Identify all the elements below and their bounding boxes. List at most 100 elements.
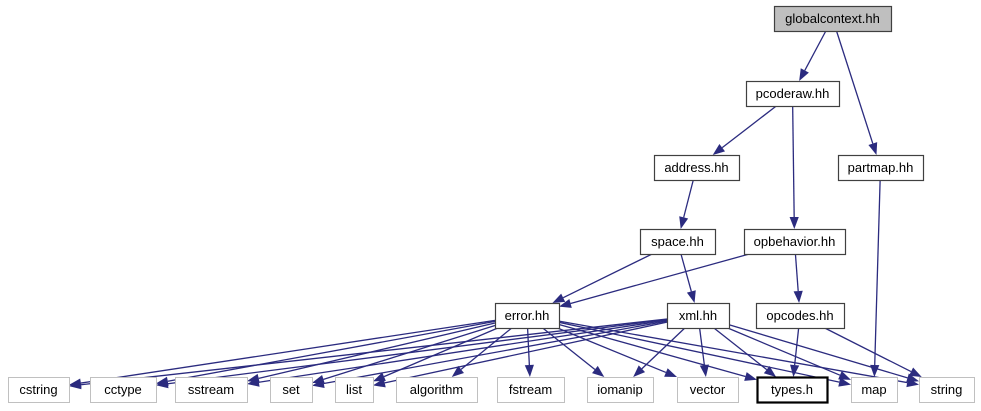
edge-opbehavior-to-error: [570, 253, 750, 305]
node-box-algorithm[interactable]: [396, 377, 478, 403]
node-box-xml[interactable]: [666, 302, 731, 330]
edge-xml-to-map: [727, 327, 841, 376]
node-box-sstream[interactable]: [175, 377, 248, 403]
arrowhead-icon: [592, 365, 605, 377]
edge-xml-to-set: [323, 320, 668, 385]
node-box-space[interactable]: [639, 228, 717, 256]
edge-opcodes-to-string: [824, 327, 912, 373]
arrowhead-icon: [908, 367, 922, 377]
arrowhead-icon: [373, 378, 386, 388]
node-globalcontext[interactable]: globalcontext.hh: [773, 5, 893, 33]
arrowhead-icon: [799, 68, 809, 81]
arrowhead-icon: [247, 377, 260, 387]
arrowhead-icon: [712, 144, 726, 155]
edge-error-to-algorithm: [460, 327, 513, 370]
arrowhead-icon: [838, 370, 851, 380]
edge-xml-to-cstring: [80, 318, 668, 386]
node-layer: globalcontext.hh pcoderaw.hh address.hh par…: [8, 5, 975, 404]
edge-space-to-error: [562, 253, 653, 299]
node-box-fstream[interactable]: [497, 377, 565, 403]
arrowhead-icon: [789, 216, 799, 229]
node-pcoderaw[interactable]: pcoderaw.hh: [745, 80, 841, 108]
edge-globalcontext-to-partmap: [835, 30, 874, 144]
node-xml[interactable]: xml.hh: [666, 302, 731, 330]
node-box-globalcontext[interactable]: [773, 5, 893, 33]
node-cctype[interactable]: cctype: [90, 377, 157, 403]
edge-error-to-cctype: [167, 320, 496, 382]
arrowhead-icon: [524, 364, 534, 377]
node-box-cstring[interactable]: [8, 377, 70, 403]
node-box-types[interactable]: [756, 376, 829, 404]
node-partmap[interactable]: partmap.hh: [837, 154, 925, 182]
node-box-error[interactable]: [494, 302, 561, 330]
arrowhead-icon: [699, 364, 709, 377]
arrowhead-icon: [686, 290, 696, 303]
node-box-cctype[interactable]: [90, 377, 157, 403]
node-box-iomanip[interactable]: [587, 377, 654, 403]
edge-globalcontext-to-pcoderaw: [804, 30, 827, 71]
node-box-map[interactable]: [851, 377, 898, 403]
edge-space-to-xml: [680, 253, 692, 292]
node-box-pcoderaw[interactable]: [745, 80, 841, 108]
edge-xml-to-iomanip: [641, 327, 686, 370]
edge-pcoderaw-to-address: [721, 105, 777, 149]
node-iomanip[interactable]: iomanip: [587, 377, 654, 403]
edge-pcoderaw-to-opbehavior: [792, 105, 795, 218]
node-error[interactable]: error.hh: [494, 302, 561, 330]
arrowhead-icon: [451, 365, 464, 377]
arrowhead-icon: [744, 372, 757, 381]
node-types[interactable]: types.h: [756, 376, 829, 404]
node-address[interactable]: address.hh: [653, 154, 741, 182]
edge-error-to-types: [558, 323, 746, 378]
node-set[interactable]: set: [270, 377, 313, 403]
edge-partmap-to-map: [874, 179, 881, 366]
node-string[interactable]: string: [919, 377, 975, 403]
node-list[interactable]: list: [335, 377, 374, 403]
arrowhead-icon: [868, 142, 878, 155]
node-box-set[interactable]: [270, 377, 313, 403]
arrowhead-icon: [790, 364, 800, 377]
arrowhead-icon: [312, 379, 325, 389]
node-opcodes[interactable]: opcodes.hh: [755, 302, 846, 330]
node-opbehavior[interactable]: opbehavior.hh: [743, 228, 847, 256]
arrowhead-icon: [156, 379, 169, 389]
edge-error-to-vector: [557, 327, 667, 374]
arrowhead-icon: [552, 293, 566, 303]
arrowhead-icon: [838, 377, 851, 387]
arrowhead-icon: [664, 368, 678, 377]
node-box-opcodes[interactable]: [755, 302, 846, 330]
edge-xml-to-vector: [698, 327, 706, 366]
edge-error-to-cstring: [80, 319, 496, 384]
edge-error-to-string: [558, 320, 908, 384]
edge-xml-to-cctype: [167, 318, 668, 385]
node-space[interactable]: space.hh: [639, 228, 717, 256]
node-box-list[interactable]: [335, 377, 374, 403]
edge-error-to-sstream: [258, 322, 496, 379]
node-box-partmap[interactable]: [837, 154, 925, 182]
edge-opcodes-to-types: [793, 327, 800, 366]
edge-layer: [69, 30, 922, 390]
edge-address-to-space: [683, 179, 694, 218]
node-fstream[interactable]: fstream: [497, 377, 565, 403]
edge-opbehavior-to-opcodes: [794, 253, 799, 292]
node-algorithm[interactable]: algorithm: [396, 377, 478, 403]
arrowhead-icon: [793, 290, 803, 303]
edge-xml-to-string: [728, 324, 908, 379]
arrowhead-icon: [633, 365, 646, 377]
edge-xml-to-types: [713, 327, 768, 371]
node-box-string[interactable]: [919, 377, 975, 403]
arrowhead-icon: [559, 299, 572, 308]
node-map[interactable]: map: [851, 377, 898, 403]
node-box-opbehavior[interactable]: [743, 228, 847, 256]
edge-xml-to-sstream: [258, 319, 668, 383]
node-box-vector[interactable]: [677, 377, 739, 403]
node-cstring[interactable]: cstring: [8, 377, 70, 403]
node-sstream[interactable]: sstream: [175, 377, 248, 403]
arrowhead-icon: [679, 216, 689, 229]
arrowhead-icon: [763, 365, 777, 377]
node-box-address[interactable]: [653, 154, 741, 182]
node-vector[interactable]: vector: [677, 377, 739, 403]
arrowhead-icon: [69, 380, 82, 390]
edge-xml-to-list: [384, 321, 668, 384]
